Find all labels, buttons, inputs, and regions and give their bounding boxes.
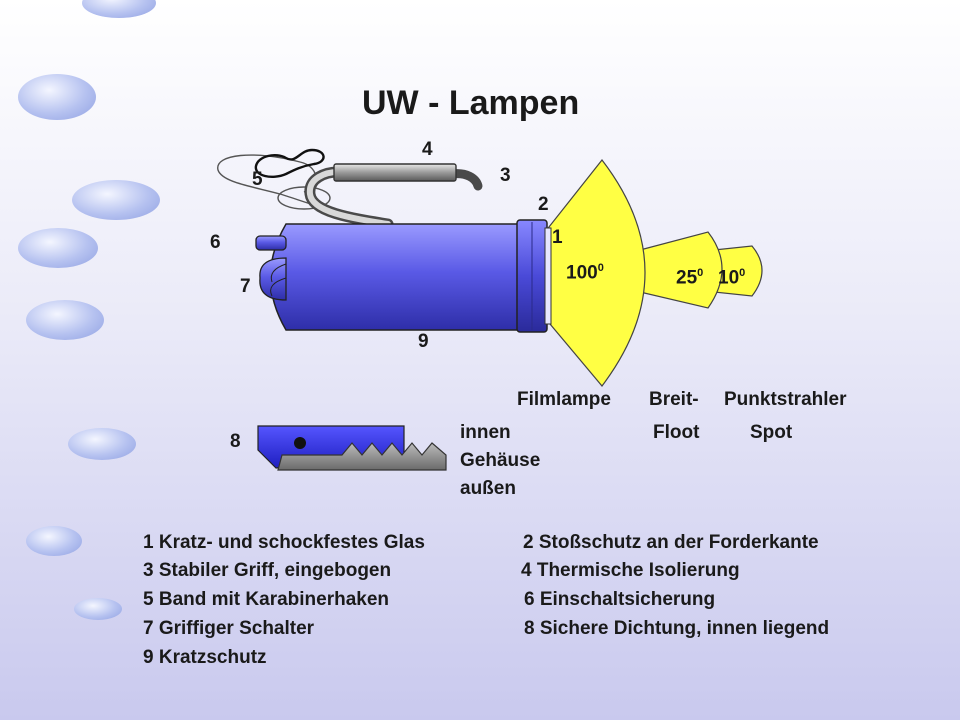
switch-groove [270,263,287,283]
bubble-decoration [18,74,96,120]
marker-4: 4 [422,139,433,160]
grip-switch [259,257,287,301]
label-floot: Floot [653,422,700,443]
legend-item-2: 2 Stoßschutz an der Forderkante [523,532,819,553]
legend-item-6: 6 Einschaltsicherung [524,589,716,610]
marker-7: 7 [240,276,251,297]
legend-item-1: 1 Kratz- und schockfestes Glas [143,532,425,553]
marker-6: 6 [210,232,221,253]
bubble-decoration [18,228,98,268]
bubble-decoration [74,598,122,620]
legend-item-5: 5 Band mit Karabinerhaken [143,589,390,610]
beam-angle-medium: 250 [676,267,704,289]
beam-angle-wide: 1000 [566,262,604,284]
label-innen: innen [460,422,511,443]
bubble-decoration [82,0,156,18]
lamp-body [269,223,526,331]
carabiner-icon [254,148,325,178]
marker-1: 1 [552,227,563,248]
bubble-decoration [68,428,136,460]
legend-item-9: 9 Kratzschutz [143,647,267,668]
marker-8: 8 [230,431,241,452]
label-filmlampe: Filmlampe [517,389,611,410]
seal-o-ring [294,437,306,449]
beam-medium-floot [639,231,723,309]
legend-item-7: 7 Griffiger Schalter [143,618,315,639]
legend-item-8: 8 Sichere Dichtung, innen liegend [524,618,830,639]
label-spot: Spot [750,422,793,443]
safety-knob [255,235,287,251]
seal-sawtooth [277,442,447,471]
marker-9: 9 [418,331,429,352]
bubble-decoration [72,180,160,220]
handle-insulation [333,163,457,182]
legend-item-4: 4 Thermische Isolierung [521,560,740,581]
handle-hook-highlight [306,169,391,227]
front-glass [544,227,552,325]
label-aussen: außen [460,478,516,499]
marker-5: 5 [252,169,263,190]
strap-loop [277,186,331,210]
page-title: UW - Lampen [362,84,580,122]
marker-3: 3 [500,165,511,186]
bubble-decoration [26,300,104,340]
label-punktstrahler: Punktstrahler [724,389,847,410]
beam-angle-narrow: 100 [718,267,746,289]
label-breit: Breit- [649,389,699,410]
beam-wide-film [544,159,646,387]
legend-item-3: 3 Stabiler Griff, eingebogen [143,560,392,581]
switch-groove [270,277,287,297]
marker-2: 2 [538,194,549,215]
label-gehaeuse: Gehäuse [460,450,541,471]
bubble-decoration [26,526,82,556]
